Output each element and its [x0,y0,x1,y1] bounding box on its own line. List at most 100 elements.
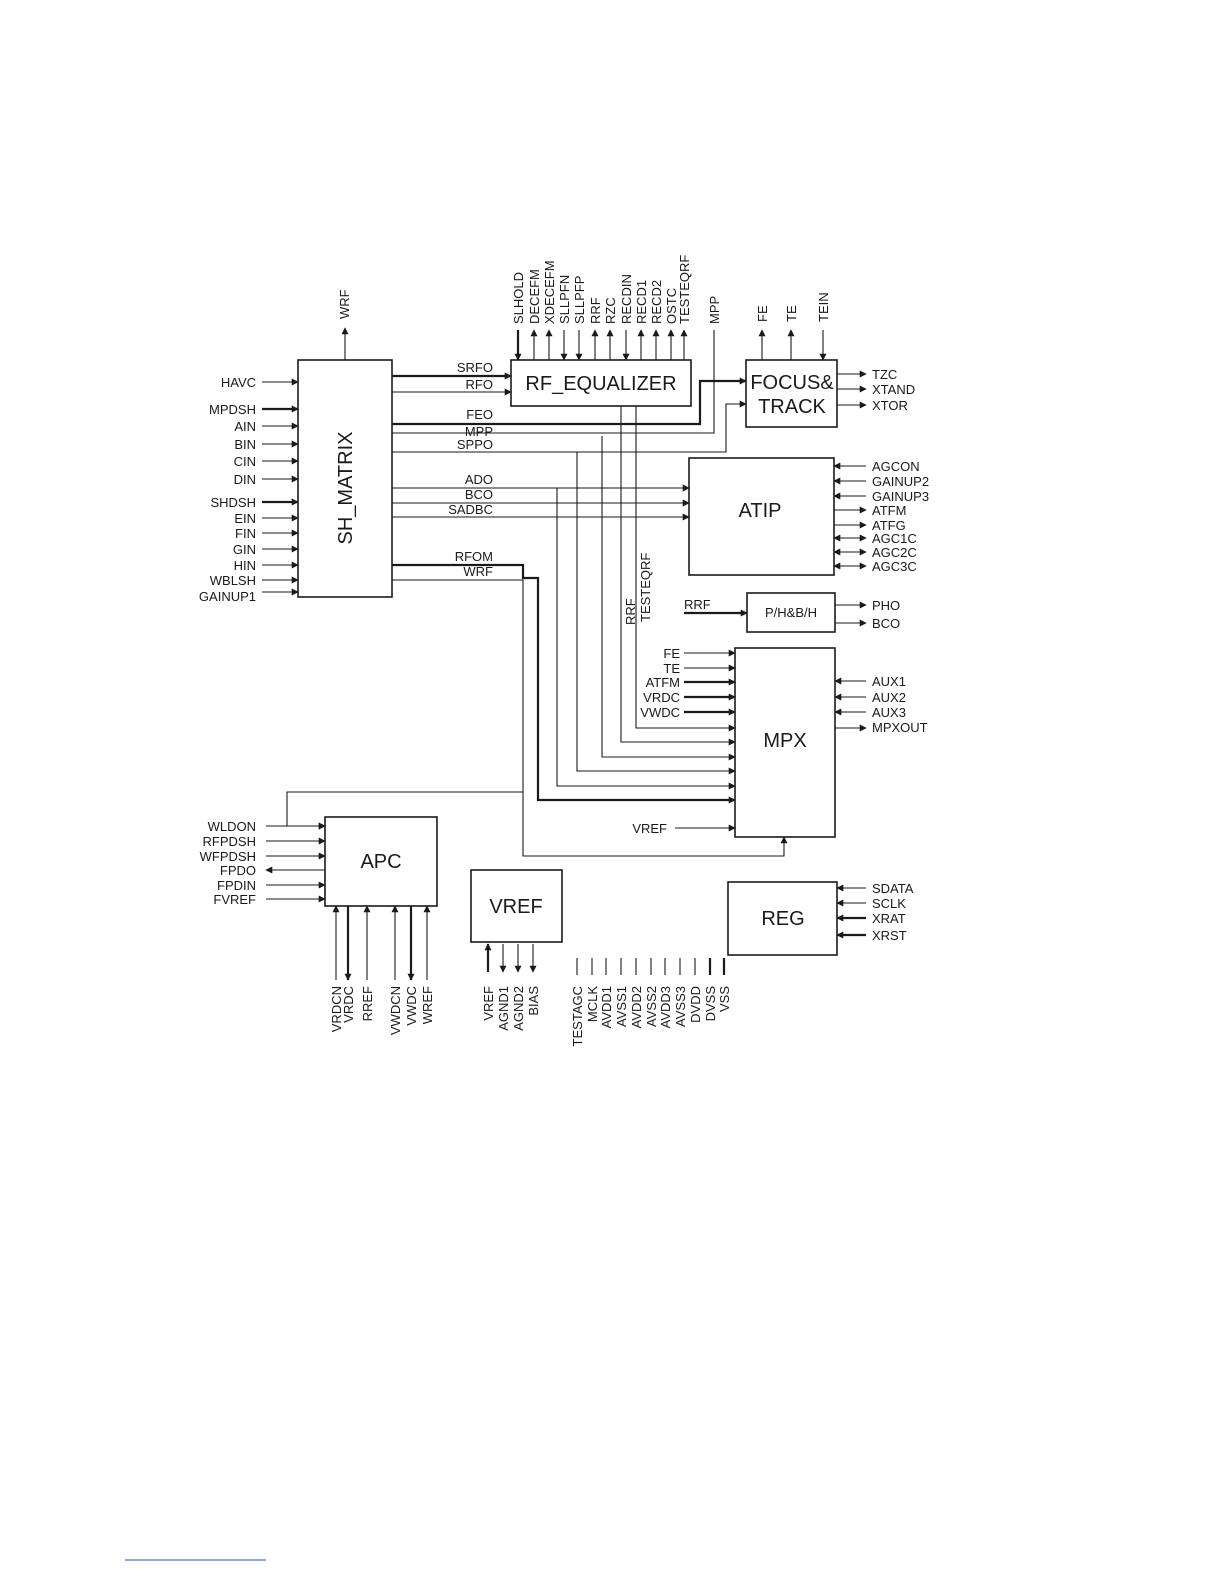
pin-label-testeqrf: TESTEQRF [677,255,692,324]
power-pin-label-avss3: AVSS3 [673,986,688,1027]
sh-matrix-outputs: SRFO RFO FEO MPP SPPO ADO BCO SADBC RFOM… [392,360,512,579]
apc-pin-label-vwdcn: VWDCN [388,986,403,1035]
mpx-vref-label: VREF [632,821,667,836]
reg-right-pins: SDATA SCLK XRAT XRST [836,881,914,943]
rf-equalizer-block [510,359,692,407]
apc-title: APC [360,851,401,873]
out-label-tzc: TZC [872,367,897,382]
pin-label-agc2c: AGC2C [872,545,917,560]
apc-pin-label-vrdcn: VRDCN [329,986,344,1032]
in-label-fin: FIN [235,526,256,541]
sh-matrix-inputs: HAVC MPDSH AIN BIN CIN DIN SHDSH EIN FIN… [199,375,299,604]
mpx-in-label-atfm: ATFM [646,675,680,690]
power-pin-label-avdd2: AVDD2 [629,986,644,1028]
sh-wrf-top-label: WRF [337,289,352,319]
apc-pin-label-fvref: FVREF [213,892,256,907]
pin-label-sllpfn: SLLPFN [557,275,572,324]
in-label-gin: GIN [233,542,256,557]
label-wrf-out: WRF [463,564,493,579]
label-sadbc: SADBC [448,502,493,517]
pin-label-agc1c: AGC1C [872,531,917,546]
wire-ado-mpx [556,488,736,790]
mpx-left-inputs: FE TE ATFM VRDC VWDC [640,646,736,720]
pin-label-atfm: ATFM [872,503,906,518]
wire-rrf-mpx [620,406,736,746]
in-label-shdsh: SHDSH [210,495,256,510]
mpx-pin-label-aux1: AUX1 [872,674,906,689]
power-pin-label-dvdd: DVDD [688,986,703,1023]
wire-sppo [392,400,747,453]
wire-feo [392,377,747,426]
in-label-gainup1: GAINUP1 [199,589,256,604]
sh-matrix-block [297,359,393,598]
pin-label-agcon: AGCON [872,459,920,474]
phbh-title: P/H&B/H [765,605,817,620]
power-pin-label-mclk: MCLK [585,986,600,1022]
mpx-pin-label-aux2: AUX2 [872,690,906,705]
pin-label-slhold: SLHOLD [511,272,526,324]
mpx-pin-label-mpxout: MPXOUT [872,720,928,735]
vref-pin-label-vref: VREF [481,986,496,1021]
wire-mpp-mpx [601,436,736,761]
mpx-title: MPX [763,730,806,752]
pin-label-sllpfp: SLLPFP [572,276,587,324]
apc-block [324,816,438,907]
vref-pin-label-agnd2: AGND2 [511,986,526,1031]
mpx-in-label-vwdc: VWDC [640,705,680,720]
pin-label-te: TE [784,305,799,322]
in-label-mpdsh: MPDSH [209,402,256,417]
in-label-cin: CIN [234,454,256,469]
apc-pin-label-fpdo: FPDO [220,863,256,878]
pin-label-recd1: RECD1 [634,280,649,324]
in-label-bin: BIN [234,437,256,452]
power-pin-label-avss1: AVSS1 [614,986,629,1027]
pin-label-xdecefm: XDECEFM [542,260,557,324]
label-bco: BCO [465,487,493,502]
mpx-right-pins: AUX1 AUX2 AUX3 MPXOUT [834,674,928,735]
apc-pin-label-fpdin: FPDIN [217,878,256,893]
pin-label-ostc: OSTC [664,288,679,324]
pin-label-mpp-top: MPP [707,296,722,324]
pin-label-gainup2: GAINUP2 [872,474,929,489]
wire-wrf-mpx [392,579,788,857]
atip-block [688,457,835,576]
focus-track-pins: FE TE TEIN TZC XTAND XTOR [755,292,915,413]
pin-label-rzc: RZC [603,297,618,324]
out-label-pho: PHO [872,598,900,613]
phbh-block [746,592,836,633]
focus-track-title-2: TRACK [758,396,826,418]
in-label-hin: HIN [234,558,256,573]
vref-pin-label-bias: BIAS [526,986,541,1016]
atip-pins: AGCON GAINUP2 GAINUP3 ATFM ATFG AGC1C AG… [833,459,929,574]
label-ado: ADO [465,472,493,487]
label-testeqrf-vertical: TESTEQRF [638,553,653,622]
power-pin-label-dvss: DVSS [703,986,718,1022]
reg-pin-label-xrat: XRAT [872,911,906,926]
focus-track-title-1: FOCUS& [750,372,834,394]
label-rfo: RFO [466,377,493,392]
power-pin-label-vss: VSS [717,986,732,1012]
label-rrf-vertical: RRF [623,598,638,625]
label-phbh-rrf-in: RRF [684,597,711,612]
vref-block [470,869,563,943]
pin-label-recdin: RECDIN [619,274,634,324]
apc-pin-label-wref: WREF [420,986,435,1024]
pin-label-agc3c: AGC3C [872,559,917,574]
power-pin-label-avdd3: AVDD3 [658,986,673,1028]
reg-pin-label-sclk: SCLK [872,896,906,911]
pin-label-rrf: RRF [588,297,603,324]
power-pins: TESTAGC MCLK AVDD1 AVSS1 AVDD2 AVSS2 AVD… [570,958,732,1046]
pin-label-atfg: ATFG [872,518,906,533]
wire-sppo-mpx [576,452,736,775]
label-mpp: MPP [465,424,493,439]
reg-pin-label-sdata: SDATA [872,881,914,896]
power-pin-label-avdd1: AVDD1 [599,986,614,1028]
pin-label-recd2: RECD2 [649,280,664,324]
label-srfo: SRFO [457,360,493,375]
pin-label-decefm: DECEFM [527,269,542,324]
vref-pin-label-agnd1: AGND1 [496,986,511,1031]
apc-left-pins: WLDON RFPDSH WFPDSH FPDO FPDIN FVREF [200,819,326,907]
in-label-din: DIN [234,472,256,487]
reg-block [727,881,838,956]
out-label-xtand: XTAND [872,382,915,397]
